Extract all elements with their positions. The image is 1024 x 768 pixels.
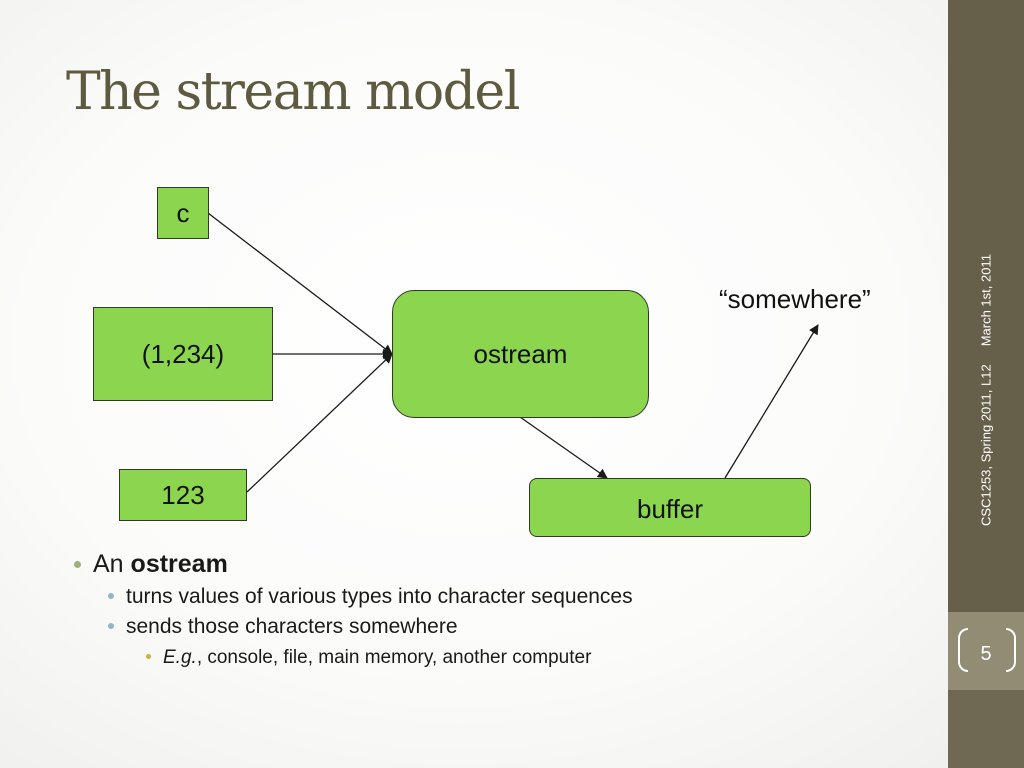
node-buffer: buffer [529, 478, 811, 537]
arrow-buffer-to-somewhere [724, 324, 819, 479]
footer-course: CSC1253, Spring 2011, L12 [978, 364, 994, 526]
page-number-left-brace [958, 628, 968, 672]
bullet-text: E.g., console, file, main memory, anothe… [163, 647, 591, 669]
arrow-num-to-ostream [246, 353, 393, 493]
page-number-right-brace [1006, 628, 1016, 672]
node-pair: (1,234) [93, 307, 273, 401]
somewhere-label: “somewhere” [719, 284, 871, 314]
slide-title: The stream model [66, 62, 520, 122]
node-c-label: c [176, 197, 190, 228]
bullet-bold-term: ostream [130, 550, 228, 578]
node-number: 123 [119, 469, 247, 521]
node-ostream-label: ostream [473, 338, 568, 369]
node-number-label: 123 [161, 479, 205, 510]
bullet-level2-b: sends those characters somewhere [108, 615, 934, 639]
bullet-level2-a: turns values of various types into chara… [108, 585, 934, 609]
stream-diagram: c (1,234) 123 ostream buffer “somewhere” [93, 187, 871, 537]
bullet-dot [108, 593, 114, 599]
footer-date: March 1st, 2011 [978, 254, 994, 347]
bullet-dot [74, 561, 81, 568]
footer-text: CSC1253, Spring 2011, L12 March 1st, 2011 [979, 254, 994, 526]
sidebar-band [948, 612, 1024, 690]
bullet-text: sends those characters somewhere [126, 615, 458, 638]
bullet-dot [146, 654, 151, 659]
node-c: c [157, 187, 209, 239]
sidebar [948, 0, 1024, 768]
bullet-italic: E.g. [163, 647, 197, 668]
bullet-dot [108, 623, 114, 629]
diagram-connectors [207, 212, 819, 493]
node-pair-label: (1,234) [141, 338, 225, 369]
node-ostream: ostream [392, 290, 649, 418]
arrow-c-to-ostream [207, 212, 393, 355]
bullet-text: An ostream [93, 550, 228, 579]
arrow-ostream-to-buffer [519, 416, 608, 479]
bullet-text: turns values of various types into chara… [126, 585, 633, 608]
bullet-level3: E.g., console, file, main memory, anothe… [146, 647, 934, 669]
node-buffer-label: buffer [636, 494, 703, 524]
bullet-rest: , console, file, main memory, another co… [196, 647, 592, 668]
page-number: 5 [980, 642, 992, 665]
bullet-list: An ostream turns values of various types… [74, 548, 934, 669]
bullet-prefix: An [93, 550, 124, 578]
bullet-level1: An ostream [74, 550, 934, 579]
